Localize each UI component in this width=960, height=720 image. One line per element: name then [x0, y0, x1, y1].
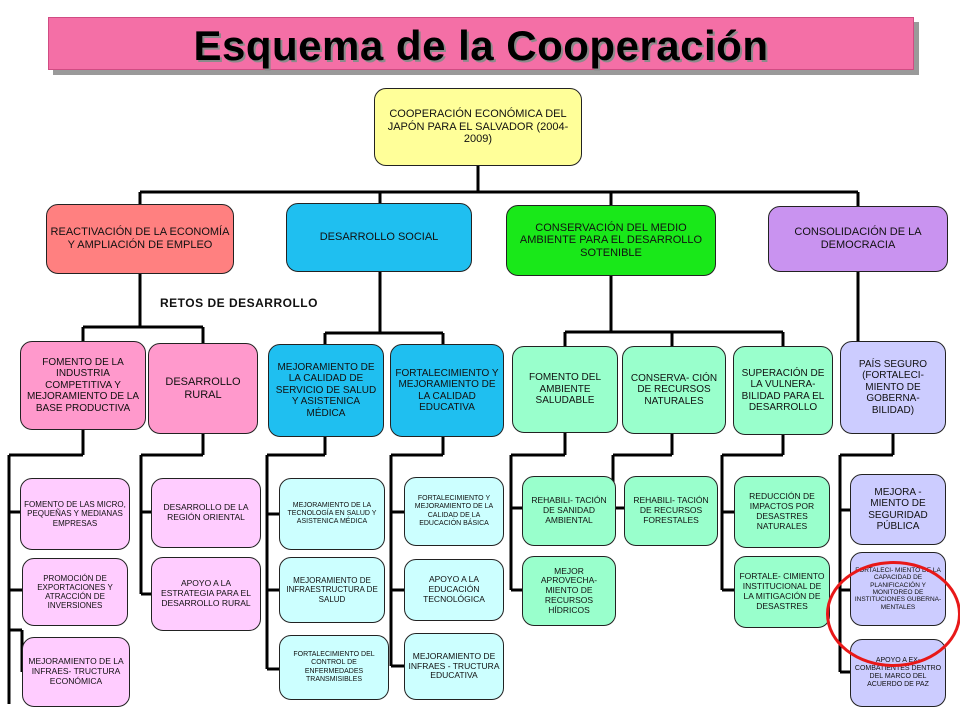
challenge-industria: FOMENTO DE LA INDUSTRIA COMPETITIVA Y ME… — [20, 341, 146, 430]
program-sanidad-ambiental: REHABILI- TACIÓN DE SANIDAD AMBIENTAL — [522, 476, 616, 546]
pillar-economy-label: REACTIVACIÓN DE LA ECONOMÍA Y AMPLIACIÓN… — [50, 226, 230, 251]
program-mipymes: FOMENTO DE LAS MICRO, PEQUEÑAS Y MEDIANA… — [20, 478, 130, 550]
program-recursos-hidricos: MEJOR APROVECHA- MIENTO DE RECURSOS HÍDR… — [522, 556, 616, 626]
challenge-recursos-naturales: CONSERVA- CIÓN DE RECURSOS NATURALES — [622, 346, 726, 434]
program-educacion-tecnologica-label: APOYO A LA EDUCACIÓN TECNOLÓGICA — [423, 574, 485, 604]
program-estrategia-rural-label: APOYO A LA ESTRATEGIA PARA EL DESARROLLO… — [161, 578, 251, 608]
program-infraestructura-educativa: MEJORAMIENTO DE INFRAES - TRUCTURA EDUCA… — [404, 633, 504, 700]
pillar-environment-label: CONSERVACIÓN DEL MEDIO AMBIENTE PARA EL … — [519, 221, 703, 259]
program-recursos-hidricos-label: MEJOR APROVECHA- MIENTO DE RECURSOS HÍDR… — [540, 565, 598, 615]
program-infraestructura-salud: MEJORAMIENTO DE INFRAESTRUCTURA DE SALUD — [279, 557, 385, 623]
program-desastres-naturales: REDUCCIÓN DE IMPACTOS POR DESASTRES NATU… — [734, 476, 830, 548]
program-region-oriental-label: DESARROLLO DE LA REGIÓN ORIENTAL — [163, 502, 249, 522]
program-infraestructura-economica: MEJORAMIENTO DE LA INFRAES- TRUCTURA ECO… — [22, 637, 130, 707]
pillar-democracy: CONSOLIDACIÓN DE LA DEMOCRACIA — [768, 206, 948, 272]
challenge-pais-seguro-label: PAÍS SEGURO (FORTALECI- MIENTO DE GOBERN… — [858, 358, 928, 416]
challenge-salud: MEJORAMIENTO DE LA CALIDAD DE SERVICIO D… — [268, 344, 384, 437]
program-enfermedades-label: FORTALECIMIENTO DEL CONTROL DE ENFERMEDA… — [293, 651, 375, 683]
highlight-circle — [826, 561, 960, 667]
program-seguridad-publica: MEJORA - MIENTO DE SEGURIDAD PÚBLICA — [850, 474, 946, 545]
root-node: COOPERACIÓN ECONÓMICA DEL JAPÓN PARA EL … — [374, 88, 582, 166]
program-estrategia-rural: APOYO A LA ESTRATEGIA PARA EL DESARROLLO… — [151, 557, 261, 631]
program-desastres-naturales-label: REDUCCIÓN DE IMPACTOS POR DESASTRES NATU… — [749, 491, 815, 531]
pillar-environment: CONSERVACIÓN DEL MEDIO AMBIENTE PARA EL … — [506, 205, 716, 276]
program-infraestructura-educativa-label: MEJORAMIENTO DE INFRAES - TRUCTURA EDUCA… — [408, 650, 500, 681]
program-infraestructura-salud-label: MEJORAMIENTO DE INFRAESTRUCTURA DE SALUD — [286, 576, 378, 604]
program-recursos-forestales-label: REHABILI- TACIÓN DE RECURSOS FORESTALES — [633, 495, 709, 525]
challenge-educacion-label: FORTALECIMIENTO Y MEJORAMIENTO DE LA CAL… — [395, 367, 499, 414]
program-exportaciones: PROMOCIÓN DE EXPORTACIONES Y ATRACCIÓN D… — [22, 558, 128, 626]
pillar-economy: REACTIVACIÓN DE LA ECONOMÍA Y AMPLIACIÓN… — [46, 204, 234, 274]
challenge-ambiente-saludable-label: FOMENTO DEL AMBIENTE SALUDABLE — [528, 372, 602, 407]
pillar-social: DESARROLLO SOCIAL — [286, 203, 472, 272]
program-mipymes-label: FOMENTO DE LAS MICRO, PEQUEÑAS Y MEDIANA… — [24, 500, 126, 528]
challenge-industria-label: FOMENTO DE LA INDUSTRIA COMPETITIVA Y ME… — [26, 356, 140, 414]
program-enfermedades: FORTALECIMIENTO DEL CONTROL DE ENFERMEDA… — [279, 635, 389, 700]
retos-label: RETOS DE DESARROLLO — [160, 296, 318, 310]
challenge-vulnerabilidad-label: SUPERACIÓN DE LA VULNERA- BILIDAD PARA E… — [741, 367, 825, 414]
program-tecnologia-salud: MEJORAMIENTO DE LA TECNOLOGÍA EN SALUD Y… — [279, 478, 385, 550]
challenge-desarrollo-rural-label: DESARROLLO RURAL — [165, 375, 241, 401]
program-infraestructura-economica-label: MEJORAMIENTO DE LA INFRAES- TRUCTURA ECO… — [28, 656, 124, 686]
pillar-social-label: DESARROLLO SOCIAL — [319, 231, 439, 244]
program-sanidad-ambiental-label: REHABILI- TACIÓN DE SANIDAD AMBIENTAL — [531, 495, 607, 525]
challenge-recursos-naturales-label: CONSERVA- CIÓN DE RECURSOS NATURALES — [630, 372, 718, 407]
page-title: Esquema de la Cooperación — [193, 22, 769, 69]
challenge-desarrollo-rural: DESARROLLO RURAL — [148, 343, 258, 434]
root-label: COOPERACIÓN ECONÓMICA DEL JAPÓN PARA EL … — [387, 108, 569, 146]
program-seguridad-publica-label: MEJORA - MIENTO DE SEGURIDAD PÚBLICA — [868, 486, 928, 533]
challenge-educacion: FORTALECIMIENTO Y MEJORAMIENTO DE LA CAL… — [390, 344, 504, 437]
program-recursos-forestales: REHABILI- TACIÓN DE RECURSOS FORESTALES — [624, 476, 718, 546]
program-educacion-basica: FORTALECIMIENTO Y MEJORAMIENTO DE LA CAL… — [404, 477, 504, 546]
program-mitigacion-desastres: FORTALE- CIMIENTO INSTITUCIONAL DE LA MI… — [734, 556, 830, 628]
program-educacion-basica-label: FORTALECIMIENTO Y MEJORAMIENTO DE LA CAL… — [414, 495, 494, 527]
challenge-ambiente-saludable: FOMENTO DEL AMBIENTE SALUDABLE — [512, 346, 618, 433]
program-region-oriental: DESARROLLO DE LA REGIÓN ORIENTAL — [151, 478, 261, 548]
program-mitigacion-desastres-label: FORTALE- CIMIENTO INSTITUCIONAL DE LA MI… — [739, 571, 825, 611]
challenge-vulnerabilidad: SUPERACIÓN DE LA VULNERA- BILIDAD PARA E… — [733, 346, 833, 435]
pillar-democracy-label: CONSOLIDACIÓN DE LA DEMOCRACIA — [794, 226, 922, 251]
program-tecnologia-salud-label: MEJORAMIENTO DE LA TECNOLOGÍA EN SALUD Y… — [287, 501, 377, 526]
challenge-salud-label: MEJORAMIENTO DE LA CALIDAD DE SERVICIO D… — [275, 361, 377, 419]
challenge-pais-seguro: PAÍS SEGURO (FORTALECI- MIENTO DE GOBERN… — [840, 341, 946, 434]
title-banner: Esquema de la Cooperación — [48, 17, 914, 70]
program-educacion-tecnologica: APOYO A LA EDUCACIÓN TECNOLÓGICA — [404, 559, 504, 621]
program-exportaciones-label: PROMOCIÓN DE EXPORTACIONES Y ATRACCIÓN D… — [37, 573, 113, 611]
